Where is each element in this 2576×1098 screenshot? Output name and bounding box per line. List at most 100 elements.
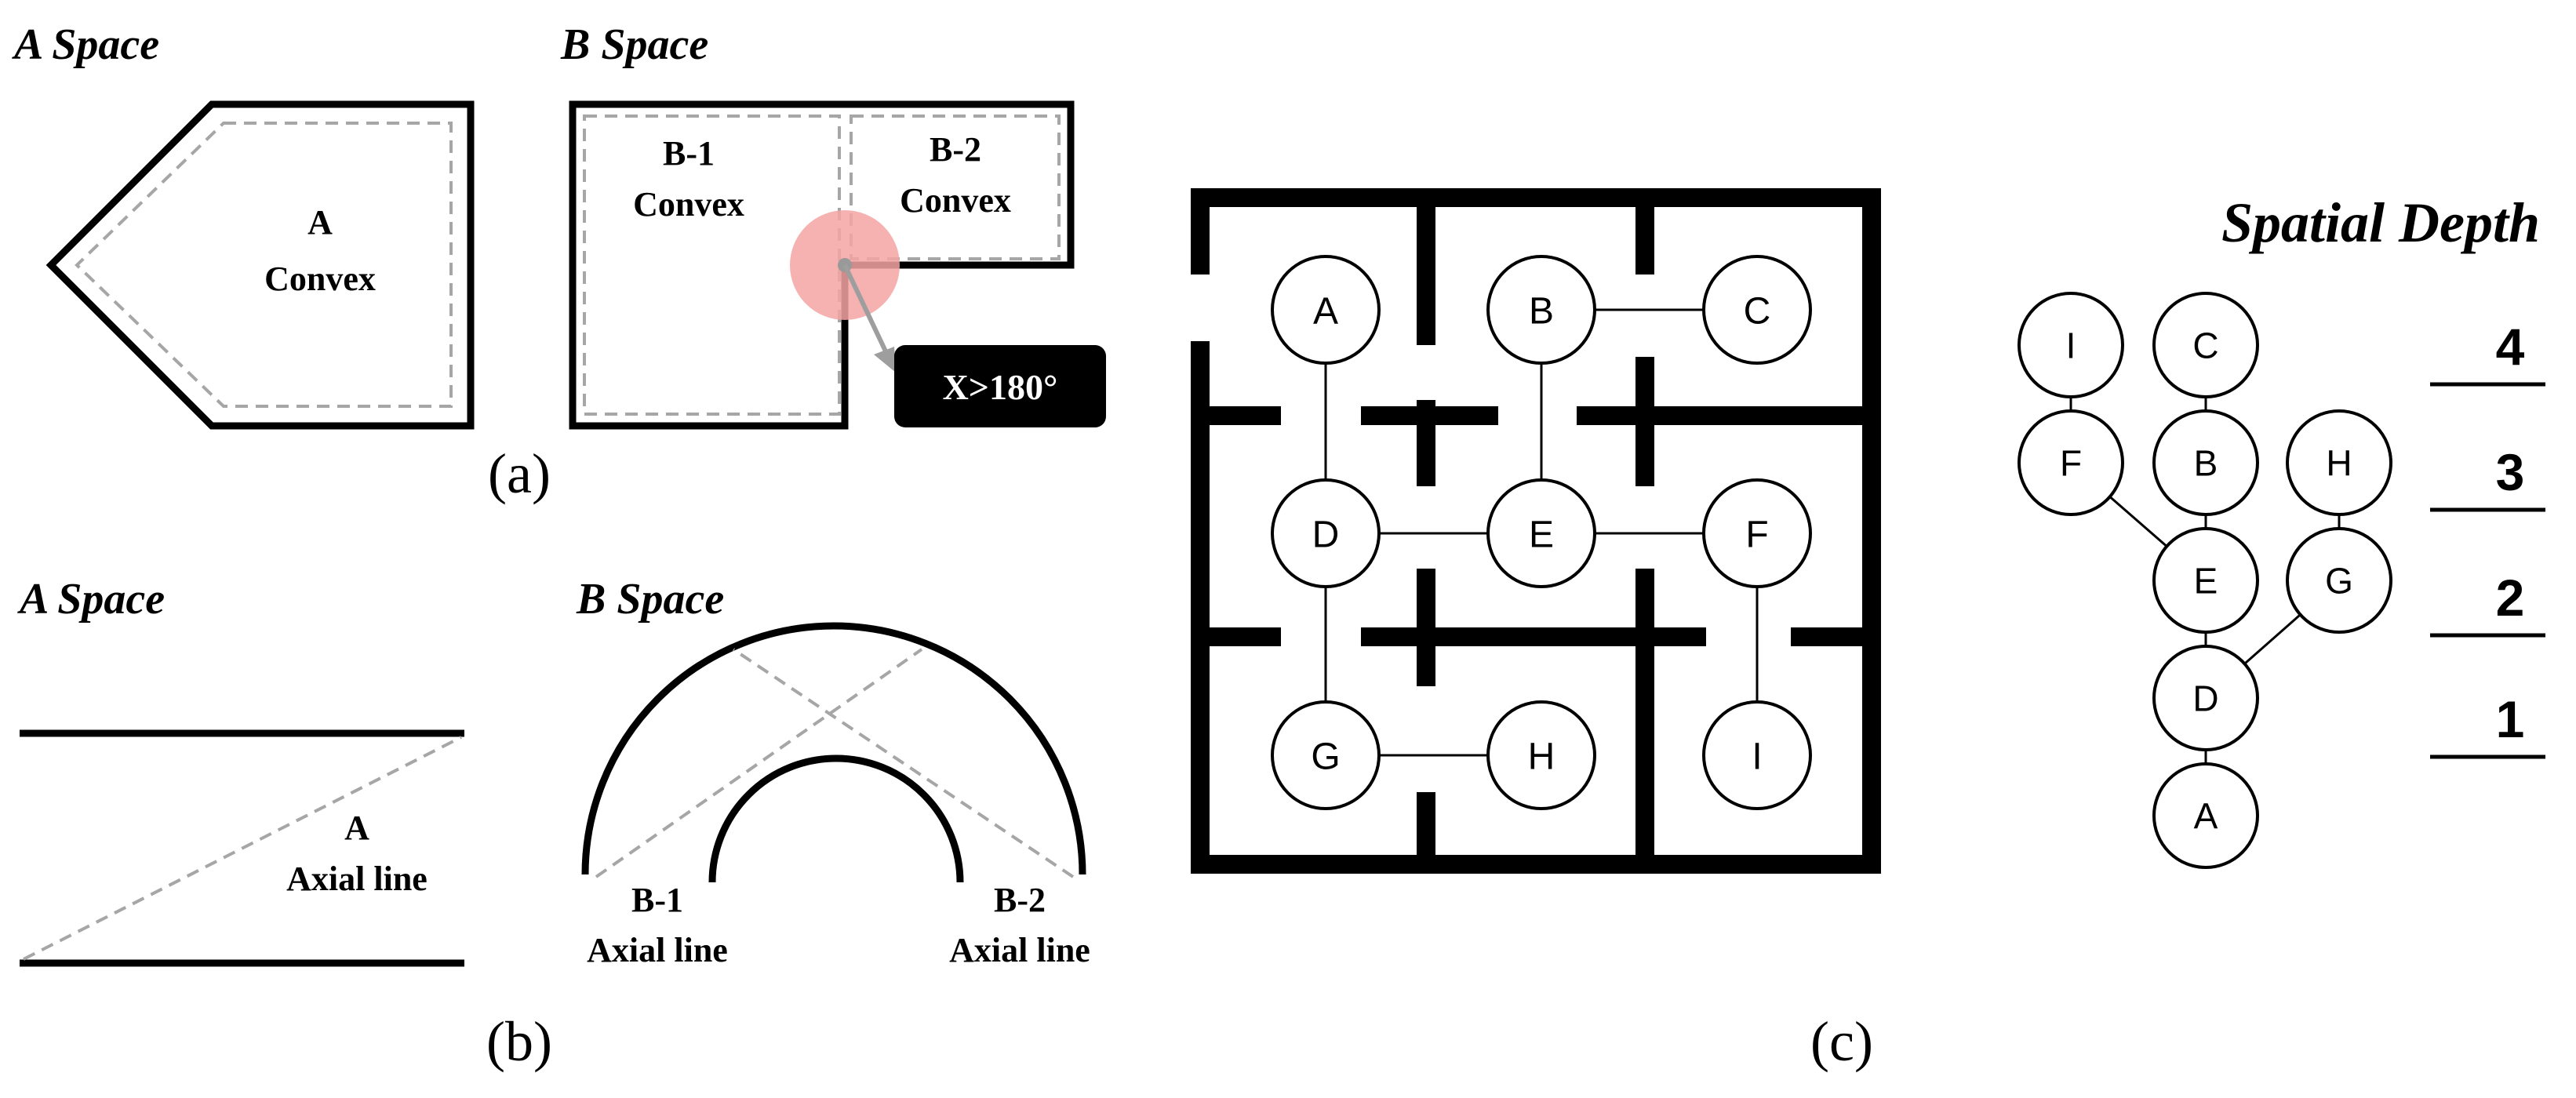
- graph-node-F: F: [2018, 409, 2124, 516]
- panel-a-caption: (a): [488, 442, 551, 505]
- graph-node-circle-C: [2152, 292, 2259, 398]
- panel-a-a-space-title: A Space: [12, 20, 159, 69]
- graph-node-label-A: A: [2194, 796, 2218, 837]
- graph-node-H: H: [2286, 409, 2392, 516]
- angle-pointer-line: [842, 264, 889, 354]
- b2-axial-line: [732, 648, 1075, 878]
- plan-space-nodes: A B C D E F G H I: [1271, 255, 1812, 810]
- plan-node-circle-F: [1702, 478, 1812, 588]
- wall-v2-lower: [1635, 569, 1654, 874]
- graph-node-G: G: [2286, 527, 2392, 634]
- graph-node-circle-A: [2152, 762, 2259, 869]
- plan-node-G: G: [1271, 700, 1381, 810]
- plan-node-I: I: [1702, 700, 1812, 810]
- plan-node-D: D: [1271, 478, 1381, 588]
- plan-node-circle-B: [1486, 255, 1596, 365]
- b-curved-inner-wall: [708, 754, 964, 883]
- a-axial-label-word: Axial line: [286, 860, 428, 898]
- plan-node-circle-H: [1486, 700, 1596, 810]
- angle-label-text: X>180°: [943, 367, 1058, 407]
- plan-node-circle-D: [1271, 478, 1381, 588]
- plan-node-label-D: D: [1312, 514, 1340, 555]
- graph-node-D: D: [2152, 645, 2259, 751]
- plan-node-H: H: [1486, 700, 1596, 810]
- a-axial-line: [23, 736, 462, 961]
- plan-node-label-I: I: [1752, 736, 1762, 777]
- plan-node-F: F: [1702, 478, 1812, 588]
- wall-left-upper: [1191, 188, 1210, 274]
- graph-node-label-D: D: [2192, 678, 2218, 719]
- graph-node-label-G: G: [2325, 561, 2353, 602]
- plan-node-A: A: [1271, 255, 1381, 365]
- panel-a-b-space-title: B Space: [560, 20, 708, 69]
- graph-node-label-F: F: [2060, 443, 2082, 484]
- plan-node-label-H: H: [1528, 736, 1555, 777]
- wall-v2-top: [1635, 188, 1654, 274]
- b2-axial-label-word: Axial line: [949, 931, 1090, 969]
- plan-walls: [1191, 188, 1881, 874]
- graph-node-label-B: B: [2194, 443, 2218, 484]
- angle-label-box: [894, 345, 1106, 427]
- plan-node-circle-C: [1702, 255, 1812, 365]
- graph-node-E: E: [2152, 527, 2259, 634]
- b1-axial-label-word: Axial line: [587, 931, 728, 969]
- graph-node-label-I: I: [2066, 325, 2076, 366]
- graph-node-circle-D: [2152, 645, 2259, 751]
- graph-node-circle-F: [2018, 409, 2124, 516]
- depth-level-label-2: 2: [2496, 569, 2525, 627]
- plan-node-circle-E: [1486, 478, 1596, 588]
- graph-node-label-H: H: [2326, 443, 2352, 484]
- b1-convex-label-id: B-1: [663, 134, 715, 173]
- b2-axial-label-id: B-2: [994, 881, 1046, 919]
- b1-convex-label-word: Convex: [633, 185, 744, 224]
- wall-h1-seg1: [1191, 406, 1281, 425]
- depth-level-label-1: 1: [2496, 690, 2525, 748]
- panel-b-caption: (b): [486, 1010, 552, 1073]
- panel-c-caption: (c): [1810, 1010, 1873, 1073]
- graph-node-I: I: [2018, 292, 2124, 398]
- plan-node-label-E: E: [1529, 514, 1554, 555]
- panel-b-b-space-title: B Space: [576, 575, 724, 624]
- graph-node-label-C: C: [2192, 325, 2218, 366]
- b1-convex-dashed-outline: [583, 115, 841, 416]
- angle-pointer-arrowhead: [874, 347, 896, 373]
- wall-left-lower: [1191, 341, 1210, 874]
- plan-node-circle-G: [1271, 700, 1381, 810]
- graph-node-B: B: [2152, 409, 2259, 516]
- depth-level-label-4: 4: [2496, 318, 2525, 376]
- plan-node-label-G: G: [1311, 736, 1340, 777]
- wall-h2-seg3: [1791, 627, 1881, 646]
- panel-b-a-space-title: A Space: [17, 575, 165, 624]
- plan-node-E: E: [1486, 478, 1596, 588]
- graph-node-C: C: [2152, 292, 2259, 398]
- wall-right: [1862, 188, 1881, 874]
- graph-node-circle-I: [2018, 292, 2124, 398]
- b2-convex-dashed-outline: [850, 115, 1061, 260]
- b2-convex-label-word: Convex: [900, 181, 1011, 220]
- plan-node-C: C: [1702, 255, 1812, 365]
- graph-node-circle-E: [2152, 527, 2259, 634]
- plan-node-label-C: C: [1744, 290, 1771, 332]
- wall-h2-seg1: [1191, 627, 1281, 646]
- graph-node-circle-B: [2152, 409, 2259, 516]
- a-axial-label-letter: A: [344, 809, 369, 847]
- a-convex-label-letter: A: [307, 203, 333, 242]
- b1-axial-line: [595, 648, 923, 878]
- b-curved-outer-wall: [581, 622, 1086, 875]
- plan-node-label-A: A: [1313, 290, 1338, 332]
- plan-node-label-B: B: [1529, 290, 1554, 332]
- wall-h1-seg3: [1577, 406, 1881, 425]
- panel-c-floor-plan: A B C D E F G H I (c): [1191, 188, 1881, 1073]
- graph-nodes: I C F B H E G D A: [2018, 292, 2392, 869]
- graph-node-A: A: [2152, 762, 2259, 869]
- graph-node-circle-G: [2286, 527, 2392, 634]
- panel-b: A Space B Space A Axial line B-1 Axial l…: [17, 575, 1090, 1073]
- panel-a: A Space B Space A Convex B-1 Convex B-2 …: [12, 20, 1106, 505]
- plan-node-label-F: F: [1745, 514, 1768, 555]
- plan-node-circle-A: [1271, 255, 1381, 365]
- b2-convex-label-id: B-2: [930, 130, 981, 169]
- wall-h1-seg2: [1361, 406, 1498, 425]
- wall-h2-seg2: [1361, 627, 1706, 646]
